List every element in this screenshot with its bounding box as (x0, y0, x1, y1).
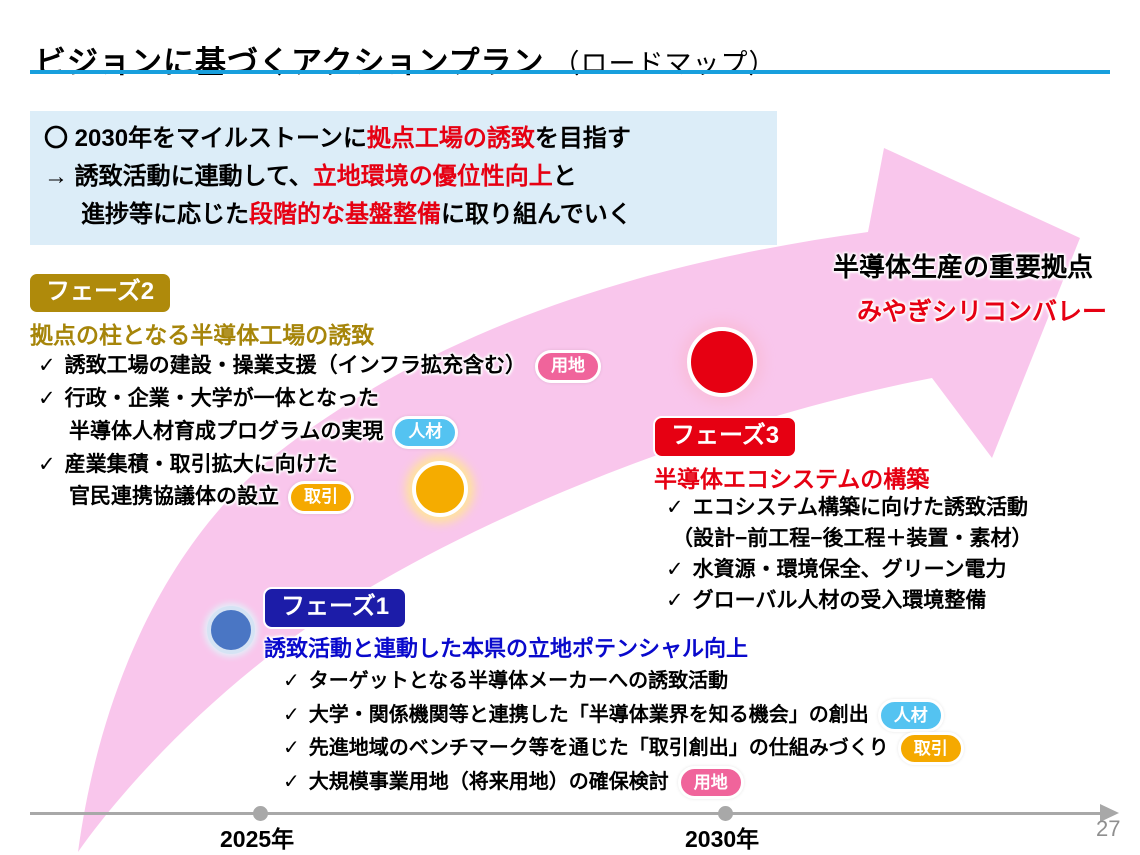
page-title: ビジョンに基づくアクションプラン（ロードマップ） (35, 37, 777, 82)
title-main: ビジョンに基づくアクションプラン (35, 44, 545, 80)
timeline-label-2025: 2025年 (220, 826, 295, 852)
title-underline (30, 70, 1110, 74)
phase1-bullets: ✓ターゲットとなる半導体メーカーへの誘致活動 ✓大学・関係機関等と連携した「半導… (283, 665, 964, 799)
check-icon: ✓ (38, 452, 56, 476)
bullet-item: ✓大規模事業用地（将来用地）の確保検討用地 (283, 765, 964, 800)
highlight-text: 段階的な基盤整備 (249, 201, 441, 228)
bullet-item: 半導体人材育成プログラムの実現人材 (69, 415, 601, 449)
timeline-dot-2030 (718, 806, 733, 821)
phase3-heading: 半導体エコシステムの構築 (654, 466, 930, 492)
summary-box: 〇 2030年をマイルストーンに拠点工場の誘致を目指す → 誘致活動に連動して、… (30, 111, 777, 245)
timeline-arrowhead-icon (1100, 804, 1119, 822)
bullet-item: ✓誘致工場の建設・操業支援（インフラ拡充含む）用地 (38, 350, 601, 383)
check-icon: ✓ (283, 670, 300, 692)
timeline-label-2030: 2030年 (685, 826, 760, 852)
check-icon: ✓ (38, 387, 56, 410)
tag-trade: 取引 (897, 732, 964, 766)
page-number: 27 (1096, 816, 1121, 841)
title-suffix: （ロードマップ） (552, 48, 777, 79)
check-icon: ✓ (283, 737, 300, 759)
bullet-item: （設計−前工程−後工程＋装置・素材） (672, 527, 1033, 550)
phase2-heading: 拠点の柱となる半導体工場の誘致 (30, 322, 375, 348)
summary-line-2: → 誘致活動に連動して、立地環境の優位性向上と (44, 163, 577, 190)
tag-land: 用地 (534, 350, 601, 383)
bullet-item: ✓ターゲットとなる半導体メーカーへの誘致活動 (283, 665, 964, 699)
tag-talent: 人材 (392, 415, 459, 449)
goal-text: 半導体生産の重要拠点 (833, 252, 1094, 282)
milestone-circle-phase2 (412, 461, 468, 517)
bullet-item: ✓行政・企業・大学が一体となった (38, 383, 601, 416)
phase3-badge: フェーズ3 (653, 416, 798, 458)
milestone-circle-phase3 (687, 327, 757, 397)
bullet-item: ✓産業集積・取引拡大に向けた (38, 449, 601, 482)
highlight-text: 拠点工場の誘致 (366, 125, 535, 152)
bullet-item: ✓大学・関係機関等と連携した「半導体業界を知る機会」の創出人材 (283, 698, 964, 733)
tag-land: 用地 (677, 765, 744, 799)
goal-brand-text: みやぎシリコンバレー (857, 298, 1108, 326)
phase2-badge: フェーズ2 (28, 272, 173, 314)
bullet-item: 官民連携協議体の設立取引 (69, 481, 601, 514)
tag-trade: 取引 (288, 481, 354, 514)
phase3-bullets: ✓エコシステム構築に向けた誘致活動 （設計−前工程−後工程＋装置・素材） ✓水資… (666, 492, 1033, 616)
highlight-text: 立地環境の優位性向上 (312, 163, 553, 190)
check-icon: ✓ (666, 496, 684, 519)
phase1-badge: フェーズ1 (263, 587, 408, 629)
check-icon: ✓ (666, 589, 684, 612)
phase1-heading: 誘致活動と連動した本県の立地ポテンシャル向上 (264, 636, 749, 661)
timeline-axis (30, 812, 1103, 815)
check-icon: ✓ (38, 354, 56, 378)
check-icon: ✓ (283, 770, 300, 793)
timeline-dot-2025 (253, 806, 268, 821)
milestone-circle-phase1 (207, 606, 255, 654)
check-icon: ✓ (666, 558, 684, 581)
bullet-item: ✓エコシステム構築に向けた誘致活動 (666, 492, 1033, 523)
bullet-item: ✓水資源・環境保全、グリーン電力 (666, 554, 1033, 585)
bullet-item: ✓先進地域のベンチマーク等を通じた「取引創出」の仕組みづくり取引 (283, 732, 964, 766)
phase2-bullets: ✓誘致工場の建設・操業支援（インフラ拡充含む）用地 ✓行政・企業・大学が一体とな… (38, 350, 601, 514)
summary-line-3: 進捗等に応じた段階的な基盤整備に取り組んでいく (81, 201, 632, 228)
check-icon: ✓ (283, 703, 300, 726)
tag-talent: 人材 (877, 698, 944, 732)
summary-line-1: 〇 2030年をマイルストーンに拠点工場の誘致を目指す (44, 125, 631, 152)
bullet-item: ✓グローバル人材の受入環境整備 (666, 585, 1033, 616)
